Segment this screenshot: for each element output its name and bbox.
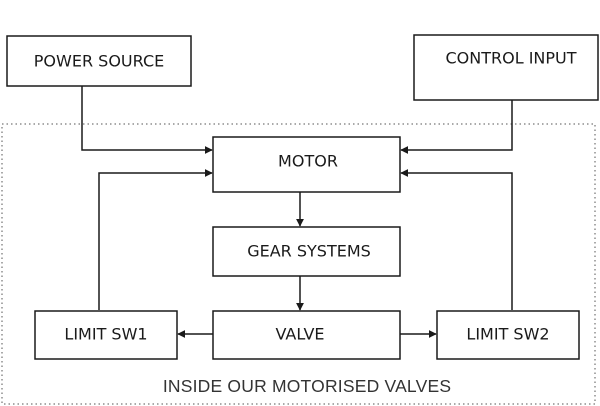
block-gear-systems: GEAR SYSTEMS bbox=[212, 226, 401, 277]
boundary-caption: INSIDE OUR MOTORISED VALVES bbox=[163, 376, 451, 396]
block-limit-sw1: LIMIT SW1 bbox=[34, 310, 178, 360]
block-gear-systems-label: GEAR SYSTEMS bbox=[247, 242, 371, 261]
block-limit-sw2: LIMIT SW2 bbox=[436, 310, 580, 360]
arrow-power-to-motor bbox=[81, 86, 213, 154]
connectors bbox=[81, 86, 513, 338]
block-limit-sw2-label: LIMIT SW2 bbox=[466, 325, 549, 344]
block-motor-label: MOTOR bbox=[278, 152, 338, 171]
block-valve: VALVE bbox=[212, 310, 401, 360]
block-limit-sw1-label: LIMIT SW1 bbox=[64, 325, 147, 344]
arrow-limit-sw2-to-motor bbox=[400, 169, 513, 310]
block-power-source: POWER SOURCE bbox=[6, 35, 192, 87]
arrow-limit-sw1-to-motor bbox=[98, 169, 213, 310]
block-control-input-label: CONTROL INPUT bbox=[445, 49, 576, 68]
block-motor: MOTOR bbox=[212, 136, 401, 193]
block-control-input: CONTROL INPUT bbox=[413, 34, 599, 101]
arrow-control-to-motor bbox=[400, 100, 513, 154]
block-power-source-label: POWER SOURCE bbox=[34, 52, 164, 71]
block-valve-label: VALVE bbox=[275, 325, 324, 344]
